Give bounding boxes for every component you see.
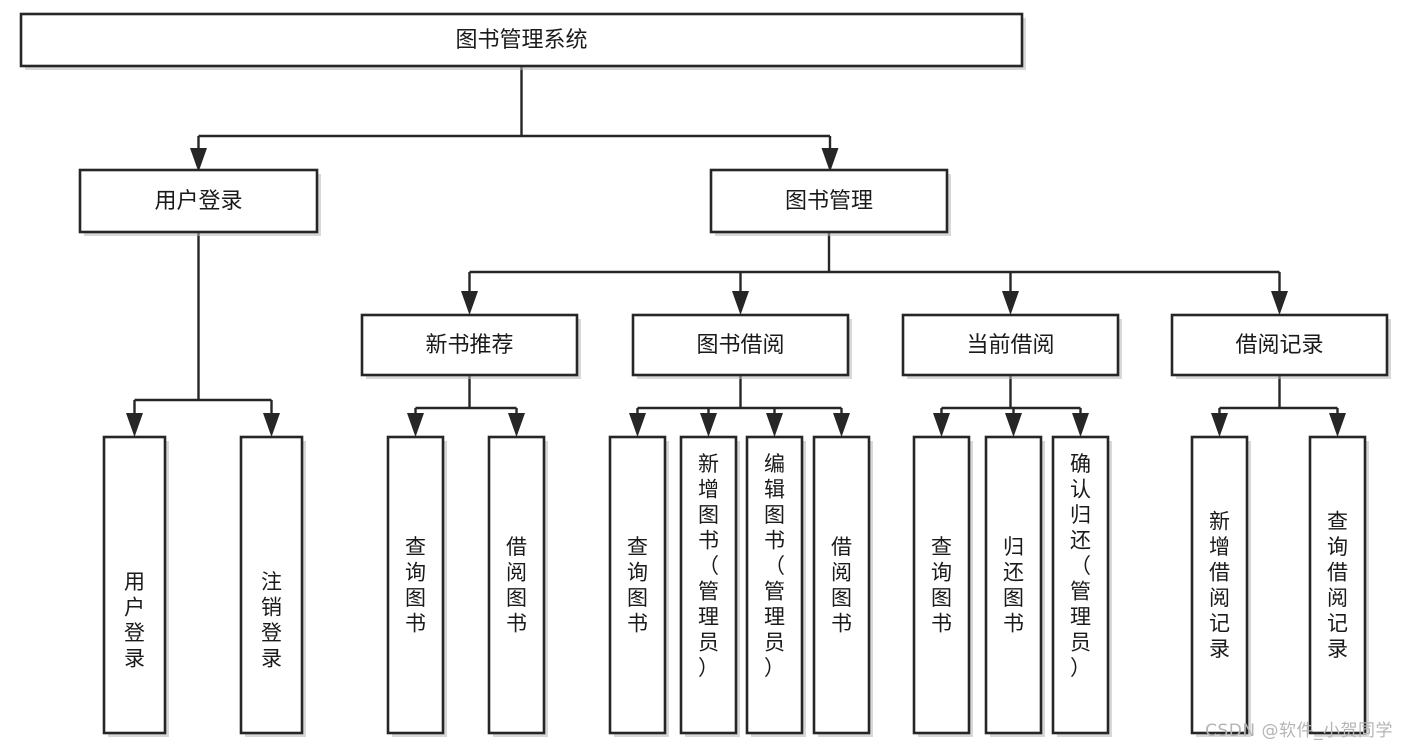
node-user-login[interactable]: 用户登录 (78, 168, 321, 236)
arrowhead-to-leaf-borrow-book-1 (508, 413, 525, 437)
leaf-return-book-box[interactable] (984, 435, 1043, 735)
leaf-borrow-book-1-label: 借阅图书 (506, 535, 527, 636)
borrow-record-box[interactable] (1170, 313, 1389, 377)
arrowhead-to-book-borrow (732, 291, 749, 315)
connector-new-book-rec-trunk (414, 375, 518, 420)
node-root[interactable]: 图书管理系统 (19, 12, 1026, 70)
book-manage-box[interactable] (709, 168, 949, 234)
arrowhead-to-leaf-query-book-1 (407, 413, 424, 437)
user-login-label: 用户登录 (154, 189, 242, 214)
leaf-user-login-label: 用户登录 (124, 570, 145, 671)
arrowhead-to-leaf-return-book (1005, 413, 1022, 437)
leaf-return-book-label: 归还图书 (1003, 535, 1024, 636)
connector-book-manage-trunk (468, 232, 1281, 300)
leaf-query-record-box[interactable] (1308, 435, 1367, 735)
node-book-manage[interactable]: 图书管理 (709, 168, 951, 236)
leaf-query-record-label: 查询借阅记录 (1327, 509, 1348, 661)
connector-root-trunk (197, 66, 832, 156)
leaf-query-book-1-box[interactable] (386, 435, 445, 735)
leaf-edit-book-box[interactable] (745, 435, 804, 735)
current-borrow-box[interactable] (901, 313, 1120, 377)
book-borrow-box[interactable] (631, 313, 850, 377)
node-leaf-query-book-3[interactable]: 查询图书 (912, 435, 973, 737)
leaf-query-book-1-label: 查询图书 (405, 535, 426, 636)
leaf-query-book-3-box[interactable] (912, 435, 971, 735)
node-leaf-query-record[interactable]: 查询借阅记录 (1308, 435, 1369, 737)
borrow-record-label: 借阅记录 (1235, 333, 1323, 358)
arrowhead-to-current-borrow (1002, 291, 1019, 315)
arrowhead-to-leaf-query-record (1329, 413, 1346, 437)
connector-book-borrow-trunk (636, 375, 843, 420)
arrowhead-to-user-login (190, 148, 207, 172)
leaf-logout-label: 注销登录 (261, 570, 282, 671)
node-leaf-user-login[interactable]: 用户登录 (102, 435, 169, 737)
arrowhead-to-leaf-user-login (126, 413, 143, 437)
node-current-borrow[interactable]: 当前借阅 (901, 313, 1122, 379)
leaf-user-login-box[interactable] (102, 435, 167, 735)
arrowhead-to-borrow-record (1271, 291, 1288, 315)
node-leaf-borrow-book-2[interactable]: 借阅图书 (812, 435, 873, 737)
arrowhead-to-leaf-confirm-return (1072, 413, 1089, 437)
leaf-borrow-book-1-box[interactable] (487, 435, 546, 735)
leaf-add-book-box[interactable] (679, 435, 738, 735)
arrowhead-to-leaf-logout (263, 413, 280, 437)
user-login-box[interactable] (78, 168, 319, 234)
node-leaf-add-record[interactable]: 新增借阅记录 (1190, 435, 1251, 737)
leaf-node-layer: 用户登录 注销登录 查询图书 借阅图书 查询图书 新增图书（管理员） 编辑图书（管理员） 借阅… (102, 435, 1369, 737)
root-label: 图书管理系统 (455, 28, 587, 53)
new-book-rec-label: 新书推荐 (425, 333, 513, 358)
leaf-confirm-return-box[interactable] (1051, 435, 1110, 735)
node-leaf-logout[interactable]: 注销登录 (239, 435, 306, 737)
current-borrow-label: 当前借阅 (966, 333, 1054, 358)
root-box[interactable] (19, 12, 1024, 68)
node-new-book-rec[interactable]: 新书推荐 (360, 313, 581, 379)
arrowhead-to-leaf-add-record (1211, 413, 1228, 437)
arrowhead-to-leaf-borrow-book-2 (833, 413, 850, 437)
arrowhead-to-book-manage (821, 148, 839, 172)
leaf-confirm-return-label: 确认归还（管理员） (1070, 452, 1091, 680)
arrowhead-to-leaf-add-book (700, 413, 717, 437)
book-manage-label: 图书管理 (785, 189, 873, 214)
arrowhead-to-leaf-query-book-3 (933, 413, 950, 437)
new-book-rec-box[interactable] (360, 313, 579, 377)
leaf-query-book-2-label: 查询图书 (627, 535, 648, 636)
arrowhead-to-leaf-edit-book (766, 413, 783, 437)
connector-borrow-record-trunk (1218, 375, 1339, 420)
node-leaf-borrow-book-1[interactable]: 借阅图书 (487, 435, 548, 737)
leaf-add-record-box[interactable] (1190, 435, 1249, 735)
node-leaf-add-book[interactable]: 新增图书（管理员） (679, 435, 740, 737)
node-leaf-return-book[interactable]: 归还图书 (984, 435, 1045, 737)
leaf-edit-book-label: 编辑图书（管理员） (764, 452, 785, 680)
leaf-add-book-label: 新增图书（管理员） (698, 452, 719, 680)
leaf-logout-box[interactable] (239, 435, 304, 735)
node-leaf-confirm-return[interactable]: 确认归还（管理员） (1051, 435, 1112, 737)
node-borrow-record[interactable]: 借阅记录 (1170, 313, 1391, 379)
leaf-borrow-book-2-box[interactable] (812, 435, 871, 735)
node-leaf-query-book-2[interactable]: 查询图书 (608, 435, 669, 737)
node-leaf-query-book-1[interactable]: 查询图书 (386, 435, 447, 737)
connector-user-login-trunk (133, 232, 273, 420)
connector-layer (126, 66, 1346, 437)
leaf-borrow-book-2-label: 借阅图书 (831, 535, 852, 636)
arrowhead-to-leaf-query-book-2 (629, 413, 646, 437)
node-leaf-edit-book[interactable]: 编辑图书（管理员） (745, 435, 806, 737)
arrowhead-to-new-book-rec (461, 291, 478, 315)
book-borrow-label: 图书借阅 (696, 333, 784, 358)
leaf-query-book-3-label: 查询图书 (931, 535, 952, 636)
node-book-borrow[interactable]: 图书借阅 (631, 313, 852, 379)
leaf-add-record-label: 新增借阅记录 (1209, 509, 1230, 661)
leaf-query-book-2-box[interactable] (608, 435, 667, 735)
